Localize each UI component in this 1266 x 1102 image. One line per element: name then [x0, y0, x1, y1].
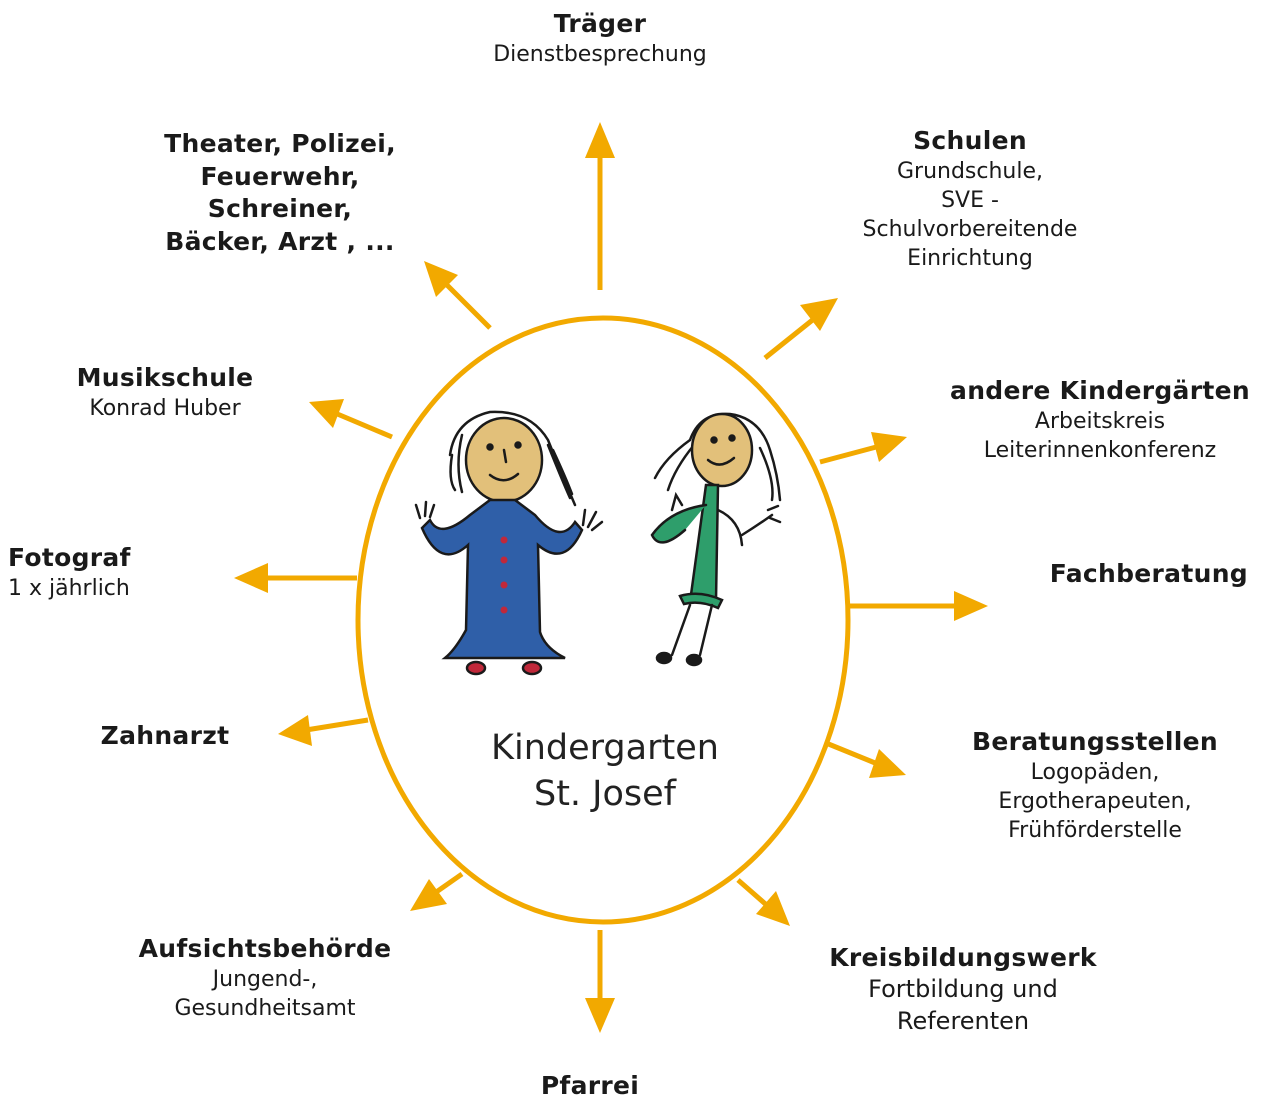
- node-theater: Theater, Polizei, Feuerwehr, Schreiner, …: [140, 128, 420, 258]
- node-subtitle: Referenten: [896, 1006, 1030, 1035]
- node-title: Schulen: [913, 126, 1027, 155]
- center-label-line2: St. Josef: [533, 773, 677, 814]
- node-subtitle: Fortbildung und: [868, 975, 1058, 1003]
- node-subtitle: 1 x jährlich: [8, 576, 130, 601]
- center-label-line1: Kindergarten: [491, 728, 719, 768]
- arrow-schulen: [763, 298, 838, 360]
- arrow-andere-kindergaerten: [819, 432, 907, 465]
- node-title: Beratungsstellen: [971, 727, 1218, 756]
- node-title: andere Kindergärten: [950, 376, 1250, 405]
- node-title: Pfarrei: [540, 1071, 640, 1100]
- child-drawing-left: [414, 410, 604, 676]
- node-kreisbildungswerk: Kreisbildungswerk Fortbildung und Refere…: [815, 942, 1111, 1037]
- node-title: Feuerwehr,: [200, 161, 360, 191]
- node-musikschule: Musikschule Konrad Huber: [50, 362, 280, 423]
- arrow-zahnarzt: [278, 715, 369, 746]
- arrow-musikschule: [309, 399, 393, 440]
- node-andere-kindergaerten: andere Kindergärten Arbeitskreis Leiteri…: [935, 375, 1265, 465]
- node-title: Theater, Polizei,: [164, 129, 396, 158]
- arrow-kreisbildungswerk: [736, 878, 790, 926]
- node-beratungsstellen: Beratungsstellen Logopäden, Ergotherapeu…: [950, 726, 1240, 845]
- node-title: Bäcker, Arzt , ...: [165, 226, 395, 256]
- node-subtitle: Arbeitskreis: [1034, 409, 1166, 434]
- node-title: Kreisbildungswerk: [829, 943, 1097, 972]
- node-traeger: Träger Dienstbesprechung: [450, 8, 750, 69]
- node-subtitle: Frühförderstelle: [1008, 818, 1182, 844]
- node-zahnarzt: Zahnarzt: [80, 720, 250, 752]
- arrow-fotograf: [234, 563, 357, 593]
- node-title: Zahnarzt: [100, 721, 230, 750]
- node-subtitle: Logopäden,: [1030, 760, 1160, 785]
- node-title: Aufsichtsbehörde: [138, 934, 392, 963]
- node-pfarrei: Pfarrei: [490, 1070, 690, 1102]
- node-subtitle: Jungend-,: [212, 967, 318, 992]
- arrow-traeger: [585, 122, 615, 290]
- arrow-aufsichtsbehoerde: [410, 871, 464, 911]
- child-drawing-right: [650, 412, 782, 667]
- arrow-theater: [424, 261, 492, 330]
- node-title: Fachberatung: [1049, 559, 1248, 588]
- node-title: Schreiner,: [207, 194, 353, 223]
- node-subtitle: Leiterinnenkonferenz: [983, 438, 1217, 464]
- node-subtitle: Einrichtung: [907, 246, 1033, 272]
- node-schulen: Schulen Grundschule, SVE - Schulvorberei…: [820, 125, 1120, 273]
- node-subtitle: Gesundheitsamt: [174, 996, 356, 1022]
- center-ellipse: [355, 315, 851, 925]
- node-fotograf: Fotograf 1 x jährlich: [8, 542, 208, 603]
- center-label: Kindergarten St. Josef: [470, 726, 740, 817]
- arrow-pfarrei: [585, 930, 615, 1033]
- node-fachberatung: Fachberatung: [1030, 558, 1266, 590]
- node-subtitle: Konrad Huber: [89, 396, 241, 421]
- arrow-beratungsstellen: [825, 740, 906, 778]
- arrow-fachberatung: [849, 591, 988, 621]
- node-subtitle: Schulvorbereitende: [862, 217, 1078, 243]
- node-title: Fotograf: [8, 543, 131, 572]
- node-subtitle: Dienstbesprechung: [493, 42, 707, 67]
- node-subtitle: SVE -: [941, 188, 999, 214]
- node-subtitle: Ergotherapeuten,: [998, 789, 1192, 815]
- node-title: Musikschule: [76, 363, 254, 392]
- node-subtitle: Grundschule,: [896, 159, 1044, 184]
- node-title: Träger: [553, 9, 647, 38]
- node-aufsichtsbehoerde: Aufsichtsbehörde Jungend-, Gesundheitsam…: [120, 933, 410, 1023]
